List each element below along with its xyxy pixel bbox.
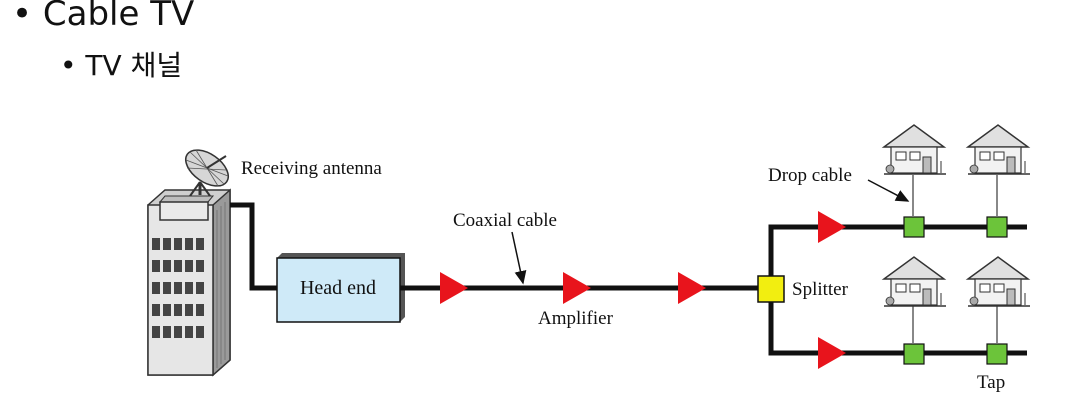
amplifier-icon bbox=[563, 272, 591, 304]
drop-cable-label: Drop cable bbox=[768, 165, 852, 186]
head-end-box bbox=[276, 253, 405, 323]
tap-icon bbox=[903, 343, 925, 365]
amplifier-icon bbox=[818, 337, 846, 369]
tap-label: Tap bbox=[977, 372, 1005, 393]
house-icon bbox=[881, 256, 947, 307]
building-feed-cable bbox=[230, 202, 277, 291]
house-icon bbox=[965, 124, 1031, 175]
tap-icon bbox=[986, 343, 1008, 365]
tap-icon bbox=[986, 216, 1008, 238]
house-icon bbox=[881, 124, 947, 175]
satellite-dish-icon bbox=[185, 149, 229, 197]
tap-icon bbox=[903, 216, 925, 238]
lower-branch-cable bbox=[768, 288, 1027, 356]
splitter-icon bbox=[757, 275, 785, 303]
head-end-label: Head end bbox=[300, 277, 376, 299]
splitter-label: Splitter bbox=[792, 279, 849, 300]
coaxial-cable-label: Coaxial cable bbox=[453, 210, 557, 231]
bullet-tv-channel: • TV 채널 bbox=[60, 49, 183, 82]
receiving-antenna-label: Receiving antenna bbox=[241, 158, 382, 179]
amplifier-icon bbox=[818, 211, 846, 243]
amplifier-icon bbox=[678, 272, 706, 304]
coaxial-cable-pointer bbox=[511, 231, 527, 285]
house-icon bbox=[965, 256, 1031, 307]
building-icon bbox=[147, 188, 231, 377]
amplifier-icon bbox=[440, 272, 468, 304]
drop-cable-pointer bbox=[867, 179, 910, 202]
amplifier-label: Amplifier bbox=[538, 308, 614, 329]
upper-branch-cable bbox=[768, 224, 1027, 288]
bullet-cable-tv: • Cable TV bbox=[12, 0, 195, 34]
